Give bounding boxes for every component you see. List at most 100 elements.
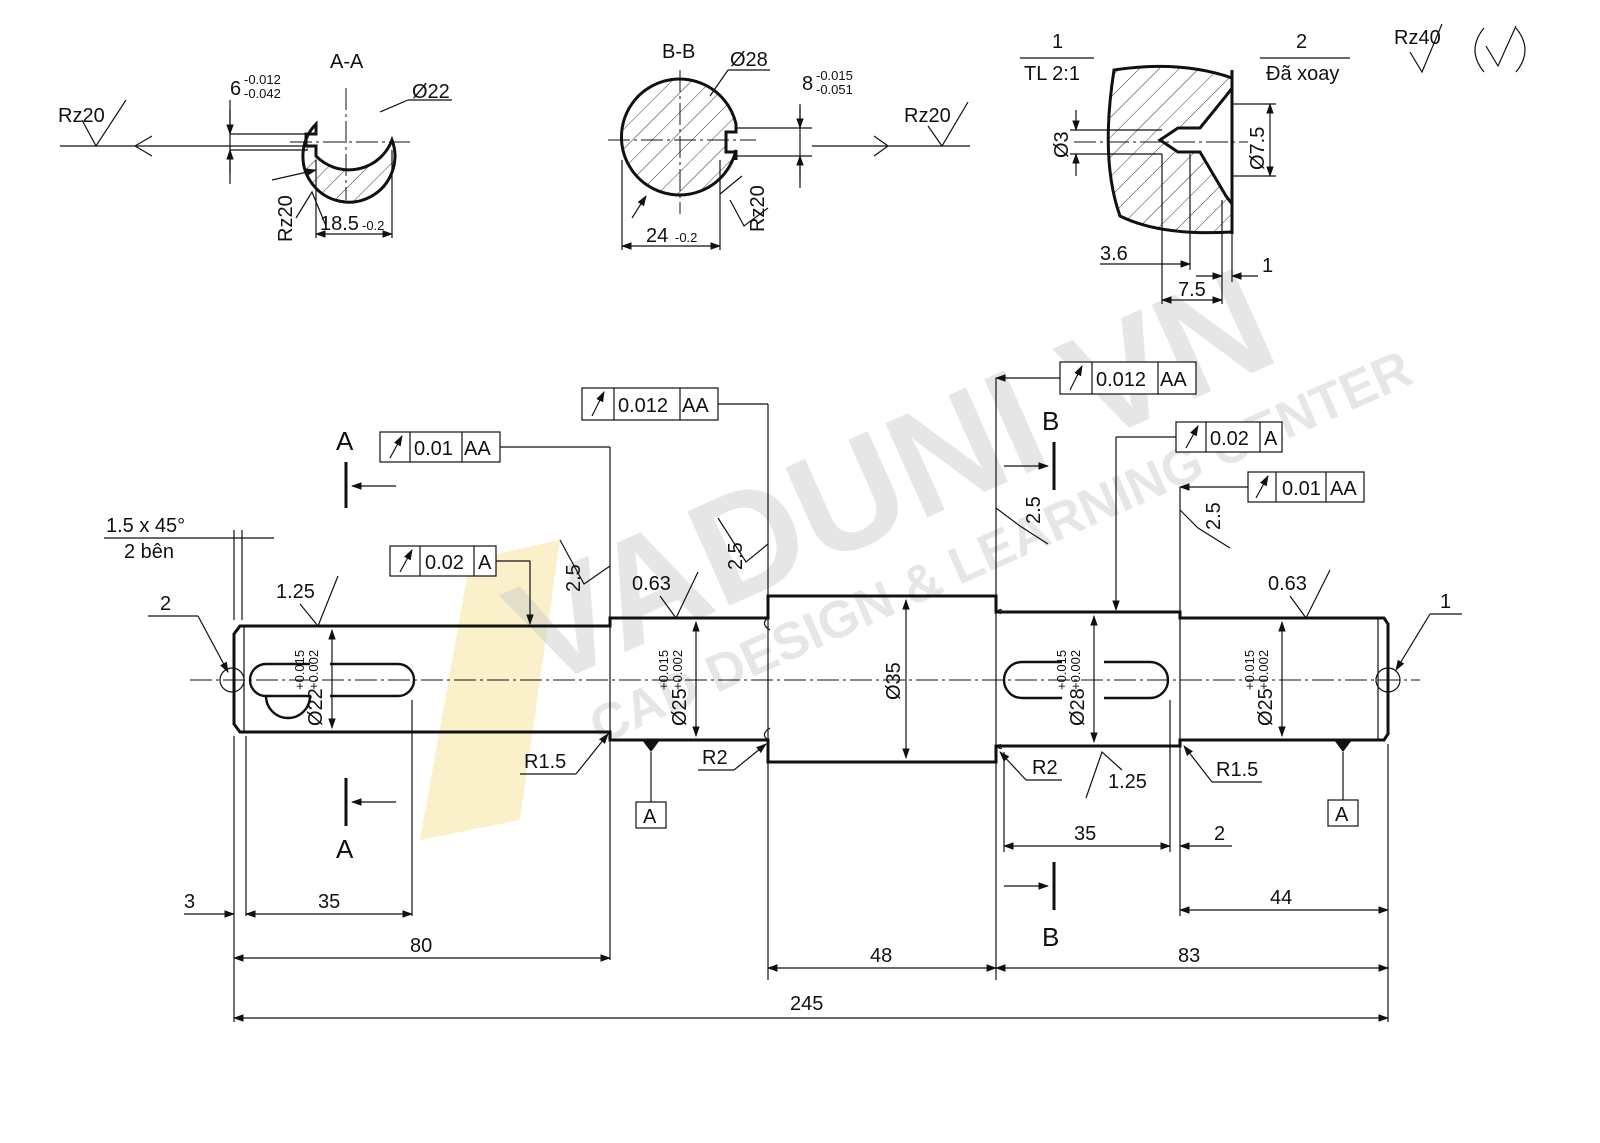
- runout-icon: [389, 435, 403, 459]
- section-bb-title: B-B: [662, 41, 695, 63]
- aa-rough-bottom: Rz20: [275, 195, 297, 242]
- datum-a-right: [1327, 799, 1359, 827]
- center-hole-right: [1375, 667, 1401, 693]
- detail-profile: [1106, 64, 1234, 235]
- bb-rough-right: Rz20: [904, 105, 951, 127]
- dim-2: 2: [1214, 823, 1225, 845]
- dim-245: 245: [790, 993, 823, 1015]
- bb-depth-tol: -0.2: [675, 230, 697, 245]
- dia-left: Ø22: [305, 688, 327, 726]
- ra-mid: 0.63: [632, 573, 671, 595]
- radius-1: R1.5: [524, 751, 566, 773]
- section-b-bottom: B: [1042, 922, 1059, 952]
- detail-dia-large: Ø7.5: [1247, 127, 1269, 170]
- aa-key-width: 6: [230, 78, 241, 100]
- bb-dia: Ø28: [730, 49, 768, 71]
- section-a-bottom: A: [336, 834, 354, 864]
- runout-icon: [399, 549, 413, 573]
- runout-icon: [1185, 425, 1199, 449]
- dia-4-tol-up: +0.015: [1054, 650, 1069, 690]
- section-a-top: A: [336, 426, 354, 456]
- aa-depth-tol: -0.2: [362, 218, 384, 233]
- dia-right: Ø25: [1255, 688, 1277, 726]
- dia-right-tol-low: +0.002: [1256, 650, 1271, 690]
- ra-right: 0.63: [1268, 573, 1307, 595]
- radius-2: R2: [702, 747, 728, 769]
- fcf-3: 0.012 AA: [581, 387, 769, 980]
- detail-2-num: 2: [1296, 31, 1307, 53]
- section-aa-profile: [301, 120, 397, 204]
- aa-dia: Ø22: [412, 81, 450, 103]
- dim-35-a: 35: [318, 891, 340, 913]
- aa-rough-left: Rz20: [58, 105, 105, 127]
- radius-3: R2: [1032, 757, 1058, 779]
- center-hole-left: [219, 667, 245, 693]
- dia-left-tol-up: +0.015: [292, 650, 307, 690]
- aa-depth: 18.5: [320, 213, 359, 235]
- length-dims: 3 35 80 48 83 245 35 2 44: [184, 700, 1390, 1022]
- fcf-2-ref: A: [478, 552, 492, 574]
- fcf-3-ref: AA: [682, 395, 709, 417]
- dim-3: 3: [184, 891, 195, 913]
- detail-1-num: 1: [1052, 31, 1063, 53]
- detail-view: 1 TL 2:1 2 Đã xoay Ø3 Ø7.5 3.6 7.5 1: [1020, 31, 1350, 304]
- section-a-a: A-A 6 -0.012 -0.042 Ø22 18.5 -0.2 Rz20 R…: [58, 51, 452, 242]
- fcf-6: 0.01 AA: [1178, 471, 1365, 916]
- rough-25-b: 2.5: [725, 542, 747, 570]
- dim-80: 80: [410, 935, 432, 957]
- detail-len-a: 3.6: [1100, 243, 1128, 265]
- bb-depth: 24: [646, 225, 668, 247]
- aa-key-tol-lower: -0.042: [244, 86, 281, 101]
- dim-44: 44: [1270, 887, 1292, 909]
- fcf-6-tol: 0.01: [1282, 478, 1321, 500]
- section-b-top: B: [1042, 406, 1059, 436]
- datum-a-right-label: A: [1335, 804, 1349, 826]
- fcf-1-tol: 0.01: [414, 438, 453, 460]
- general-roughness-label: Rz40: [1394, 27, 1441, 49]
- ra-key2: 1.25: [1108, 771, 1147, 793]
- chamfer-note: 2 bên: [124, 541, 174, 563]
- dia-2: Ø25: [669, 688, 691, 726]
- detail-2-note: Đã xoay: [1266, 63, 1339, 85]
- fcf-5: 0.02 A: [1112, 421, 1283, 612]
- fcf-1-ref: AA: [464, 438, 491, 460]
- center-label-left: 2: [160, 593, 171, 615]
- fcf-4-tol: 0.012: [1096, 369, 1146, 391]
- detail-dia-small: Ø3: [1051, 131, 1073, 158]
- section-bb-profile: [619, 77, 738, 197]
- fcf-1: 0.01 AA: [379, 431, 611, 960]
- dia-right-tol-up: +0.015: [1242, 650, 1257, 690]
- bb-key-width: 8: [802, 73, 813, 95]
- bb-key-tol-lower: -0.051: [816, 82, 853, 97]
- dim-35-b: 35: [1074, 823, 1096, 845]
- fcf-3-tol: 0.012: [618, 395, 668, 417]
- fcf-6-ref: AA: [1330, 478, 1357, 500]
- fcf-5-tol: 0.02: [1210, 428, 1249, 450]
- watermark-logo-icon: [420, 540, 560, 840]
- runout-icon: [1069, 365, 1083, 391]
- runout-icon: [1255, 475, 1269, 499]
- detail-len-c: 1: [1262, 255, 1273, 277]
- center-label-right: 1: [1440, 591, 1451, 613]
- section-aa-title: A-A: [330, 51, 364, 73]
- dia-2-tol-low: +0.002: [670, 650, 685, 690]
- fcf-4-ref: AA: [1160, 369, 1187, 391]
- section-b-b: B-B Ø28 8 -0.015 -0.051 Rz20 24 -0.2 Rz2…: [608, 41, 970, 250]
- dia-left-tol-low: +0.002: [306, 650, 321, 690]
- dia-2-tol-up: +0.015: [656, 650, 671, 690]
- bb-key-tol-upper: -0.015: [816, 68, 853, 83]
- datum-a-left-label: A: [643, 806, 657, 828]
- dia-4: Ø28: [1067, 688, 1089, 726]
- detail-1-scale: TL 2:1: [1024, 63, 1080, 85]
- dim-83: 83: [1178, 945, 1200, 967]
- datum-a-left: [635, 801, 667, 829]
- fcf-2: 0.02 A: [389, 545, 534, 626]
- fcf-5-ref: A: [1264, 428, 1278, 450]
- datum-markers: A A: [635, 740, 1359, 829]
- diameter-dims: Ø22 +0.015 +0.002 Ø25 +0.015 +0.002 Ø35 …: [292, 598, 1286, 760]
- main-annotations: 1.5 x 45° 2 bên 2 1 1.25 0.63 0.63 1.25 …: [104, 496, 1462, 799]
- watermark: VADUNI VN CAD DESIGN & LEARNING CENTER: [420, 235, 1420, 840]
- dia-mid: Ø35: [883, 662, 905, 700]
- section-markers: A A B B: [336, 406, 1059, 952]
- feature-control-frames: 0.01 AA 0.02 A 0.012 AA: [379, 361, 1365, 980]
